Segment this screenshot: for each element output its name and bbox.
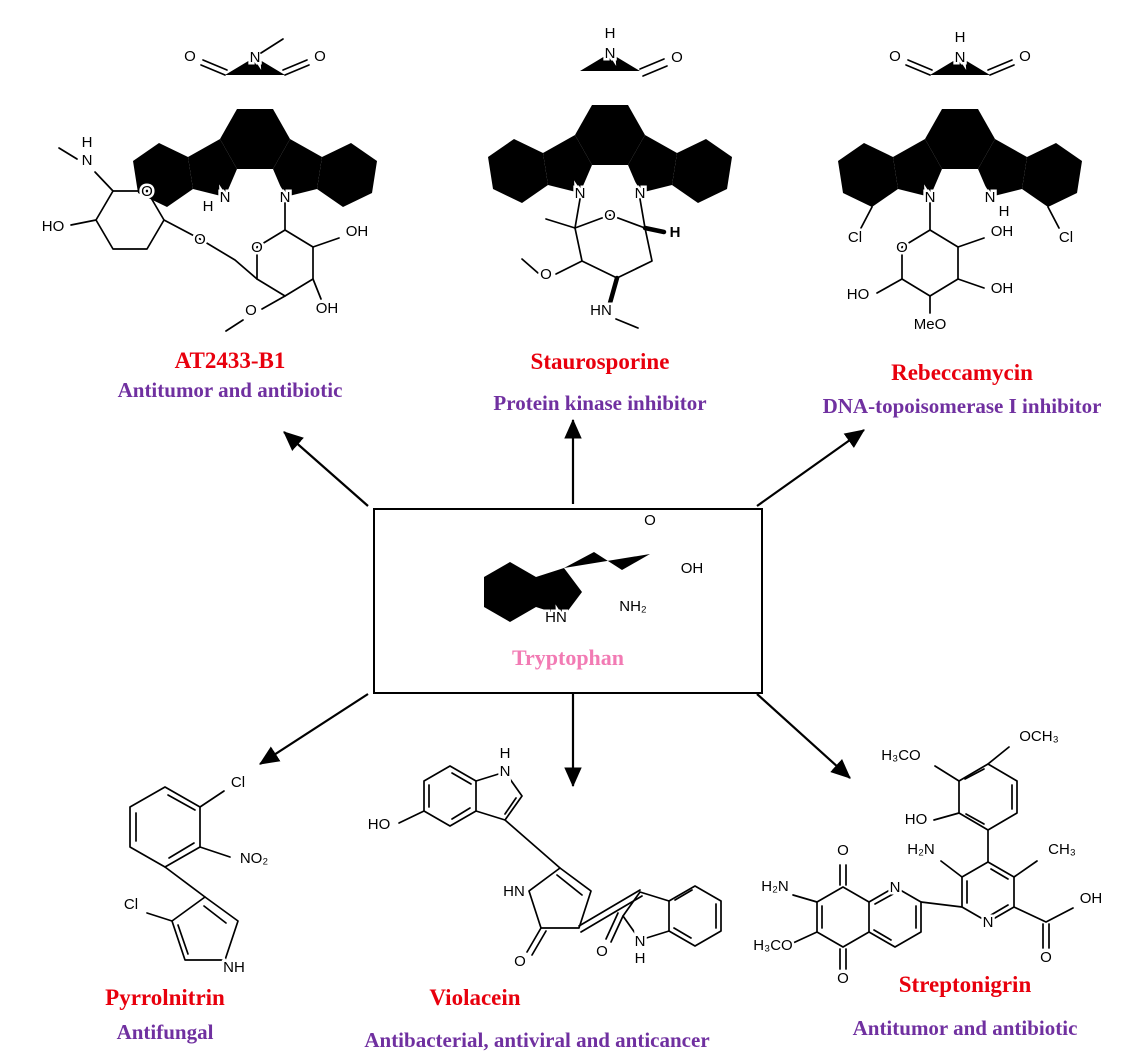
ring-o-label: O: [896, 239, 908, 256]
o-atom-label: O: [671, 49, 683, 66]
h2n-label: H₂N: [761, 878, 789, 895]
no2-label: NO₂: [240, 850, 269, 867]
o-atom-label: O: [184, 48, 196, 65]
ho-label: HO: [368, 816, 391, 833]
tryptophan-box: HN O OH NH₂ Tryptophan: [373, 508, 763, 694]
o-atom-label: O: [314, 48, 326, 65]
structure-pyrrolnitrin: NO₂ Cl NH Cl: [55, 742, 335, 997]
h-atom-label: H: [999, 203, 1010, 220]
linker-o-label: O: [194, 231, 206, 248]
h-atom-label: H: [500, 745, 511, 762]
o-atom-label: O: [889, 48, 901, 65]
nh2-label: NH₂: [619, 598, 647, 615]
ring-o-label: O: [141, 183, 153, 200]
hn-label: HN: [545, 609, 567, 626]
oh-label: OH: [681, 560, 704, 577]
compound-name-pyrrolnitrin: Pyrrolnitrin: [105, 985, 225, 1010]
h2n-label: H₂N: [907, 841, 935, 858]
n-atom-label: N: [983, 914, 994, 931]
ho-label: HO: [847, 286, 870, 303]
ho-label: HO: [42, 218, 65, 235]
compound-name-staurosporine: Staurosporine: [530, 349, 670, 374]
arrow-to-at2433: [283, 431, 369, 507]
structure-staurosporine: H O O H HN O: [430, 8, 770, 353]
ring-o-label: O: [604, 207, 616, 224]
compound-activity-streptonigrin: Antitumor and antibiotic: [852, 1016, 1078, 1040]
h-atom-label: H: [82, 134, 93, 151]
methoxy-o-label: O: [540, 266, 552, 283]
structure-streptonigrin: OCH₃ H₃CO HO H₂N CH₃ N N OH O O O H₂N H₃…: [748, 702, 1128, 1012]
n-atom-label: N: [635, 933, 646, 950]
h-atom-label: H: [955, 29, 966, 46]
nh-label: NH: [223, 959, 245, 976]
h-atom-label: H: [670, 224, 681, 241]
arrow-to-rebeccamycin: [756, 429, 865, 507]
pyrrolnitrin-bonds: [129, 786, 239, 961]
o-atom-label: O: [1040, 949, 1052, 966]
o-atom-label: O: [837, 970, 849, 987]
tryptophan-label: Tryptophan: [511, 645, 625, 670]
ho-label: HO: [905, 811, 928, 828]
violacein-bonds: [398, 765, 722, 956]
cl-label: Cl: [1059, 229, 1073, 246]
structure-at2433-b1: O O H O OH OH O O O N H HO: [10, 12, 440, 362]
n-atom-label: N: [890, 879, 901, 896]
methoxy-o-label: O: [245, 302, 257, 319]
streptonigrin-bonds: [792, 746, 1074, 970]
staurosporine-bonds: [521, 58, 668, 329]
oh-label: OH: [991, 280, 1014, 297]
h-atom-label: H: [635, 950, 646, 967]
compound-activity-rebeccamycin: DNA-topoisomerase I inhibitor: [822, 394, 1102, 418]
rebeccamycin-bonds: [860, 59, 1060, 314]
oh-label: OH: [991, 223, 1014, 240]
at2433-bonds: [58, 38, 340, 332]
cl-label: Cl: [124, 896, 138, 913]
h-atom-label: H: [203, 198, 214, 215]
structure-rebeccamycin: H O O H Cl Cl O OH OH MeO HO: [795, 12, 1128, 357]
och3-label: OCH₃: [1019, 728, 1058, 745]
o-atom-label: O: [1019, 48, 1031, 65]
oh-label: OH: [346, 223, 369, 240]
structure-violacein: HO N H HN O O N H: [330, 716, 770, 1021]
h3co-label: H₃CO: [753, 937, 792, 954]
n-atom-label: N: [500, 763, 511, 780]
h3co-label: H₃CO: [881, 747, 920, 764]
compound-activity-at2433: Antitumor and antibiotic: [117, 378, 343, 402]
compound-activity-staurosporine: Protein kinase inhibitor: [493, 391, 707, 415]
oh-label: OH: [1080, 890, 1103, 907]
tryptophan-bonds: [484, 531, 675, 622]
o-atom-label: O: [837, 842, 849, 859]
compound-name-rebeccamycin: Rebeccamycin: [891, 360, 1033, 385]
compound-name-at2433: AT2433-B1: [174, 348, 286, 373]
cl-label: Cl: [848, 229, 862, 246]
hn-label: HN: [503, 883, 525, 900]
n-atom-label: N: [82, 152, 93, 169]
o-atom-label: O: [596, 943, 608, 960]
ch3-label: CH₃: [1048, 841, 1076, 858]
h-atom-label: H: [605, 25, 616, 42]
o-atom-label: O: [644, 512, 656, 529]
ring-o-label: O: [251, 239, 263, 256]
oh-label: OH: [316, 300, 339, 317]
hn-label: HN: [590, 302, 612, 319]
o-atom-label: O: [514, 953, 526, 970]
cl-label: Cl: [231, 774, 245, 791]
compound-activity-violacein: Antibacterial, antiviral and anticancer: [364, 1028, 710, 1052]
compound-activity-pyrrolnitrin: Antifungal: [116, 1020, 214, 1044]
structure-tryptophan: HN O OH NH₂: [484, 510, 706, 629]
compound-name-streptonigrin: Streptonigrin: [898, 972, 1032, 997]
compound-name-violacein: Violacein: [429, 985, 521, 1010]
meo-label: MeO: [914, 316, 947, 333]
